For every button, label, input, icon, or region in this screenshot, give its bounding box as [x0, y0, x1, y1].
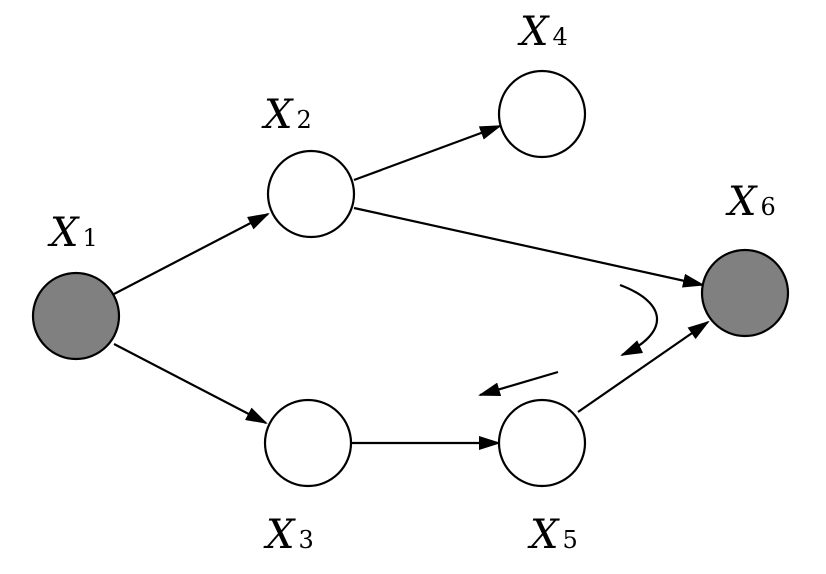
node-x3 [263, 398, 353, 488]
flow-curved-arrow [619, 283, 659, 356]
edge-x1-x3 [113, 343, 268, 424]
node-x5 [497, 398, 587, 488]
node-x4 [497, 69, 587, 159]
edge-x5-x6 [577, 320, 710, 413]
node-x2 [266, 149, 356, 239]
edge-x2-x6 [353, 206, 705, 288]
node-x1 [31, 271, 121, 361]
flow-straight-arrow [478, 370, 559, 397]
edge-x1-x2 [113, 213, 270, 295]
node-x6 [700, 248, 790, 338]
edge-x2-x4 [353, 124, 502, 182]
